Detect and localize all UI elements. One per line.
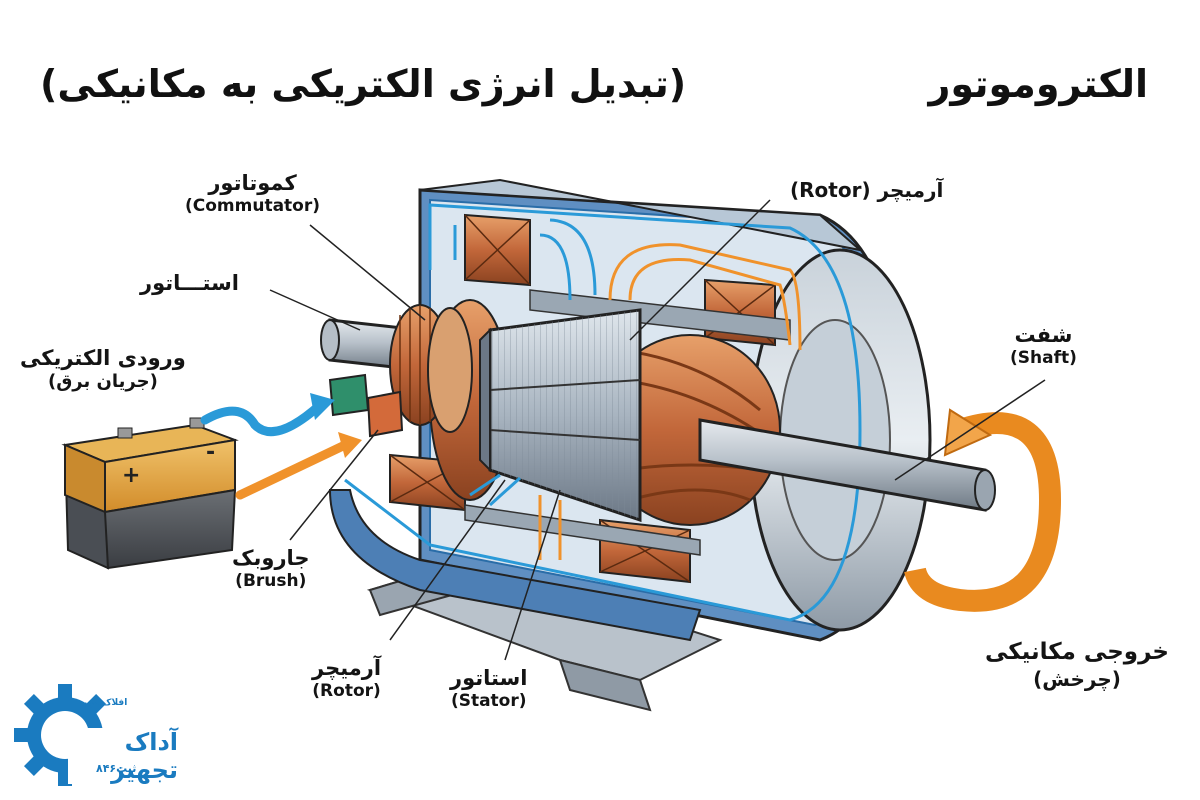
label-stator-bottom-fa: استاتور: [450, 666, 528, 690]
label-stator-bottom: استاتور (Stator): [450, 665, 527, 713]
flux-arrows-orange-top: [608, 243, 802, 351]
label-power-input-fa: ورودی الکتریکی: [20, 346, 186, 370]
label-shaft-en: (Shaft): [1010, 348, 1077, 369]
label-armature-bottom-en: (Rotor): [312, 681, 381, 702]
page-subtitle: (تبدیل انرژی الکتریکی به مکانیکی): [40, 62, 687, 106]
label-commutator-en: (Commutator): [185, 196, 321, 217]
label-shaft-fa: شفت: [1014, 323, 1073, 347]
blue-input-arrow: [200, 400, 325, 437]
blue-flux-path: [344, 203, 862, 622]
orange-input-arrow: [235, 440, 350, 500]
label-armature-top-fa: آرمیچر (Rotor): [790, 178, 944, 202]
label-brush: جاروبک (Brush): [232, 545, 310, 593]
label-shaft: شفت (Shaft): [1010, 322, 1077, 370]
battery: [61, 417, 239, 570]
label-commutator-fa: کموتاتور: [208, 171, 297, 195]
flux-arrows-bottom: [469, 473, 562, 560]
flux-arrows-blue-top: [453, 218, 597, 301]
label-stator-top: استـــاتور: [140, 270, 239, 296]
logo-reg: ثبت۸۴۶: [96, 762, 137, 775]
armature-core: [479, 308, 642, 523]
logo-name: آداک تجهیز: [68, 728, 180, 784]
label-brush-en: (Brush): [235, 571, 307, 592]
stator-coils-top: [464, 213, 791, 347]
label-power-input-sub: (جریان برق): [47, 371, 158, 393]
leader-lines: [269, 199, 1046, 661]
label-mechanical-output: خروجی مکانیکی (چرخش): [985, 638, 1169, 692]
label-mechanical-output-sub: (چرخش): [1033, 666, 1121, 691]
logo-tagline: افلاک مهر: [82, 698, 128, 708]
label-armature-top: آرمیچر (Rotor): [790, 178, 943, 203]
battery-minus-sign: -: [206, 440, 216, 465]
label-stator-top-fa: استـــاتور: [140, 271, 239, 295]
label-brush-fa: جاروبک: [232, 546, 310, 570]
company-logo: افلاک مهر آداک تجهیز ثبت۸۴۶: [10, 680, 180, 795]
label-armature-bottom: آرمیچر (Rotor): [312, 655, 381, 703]
page-title: الکتروموتور: [928, 62, 1148, 106]
label-stator-bottom-en: (Stator): [450, 691, 527, 712]
label-mechanical-output-fa: خروجی مکانیکی: [985, 639, 1169, 665]
brushes: [328, 373, 404, 438]
label-commutator: کموتاتور (Commutator): [185, 170, 320, 218]
battery-plus-sign: +: [122, 463, 141, 488]
commutator: [389, 304, 473, 433]
label-power-input: ورودی الکتریکی (جریان برق): [20, 345, 186, 394]
label-armature-bottom-fa: آرمیچر: [312, 656, 382, 680]
